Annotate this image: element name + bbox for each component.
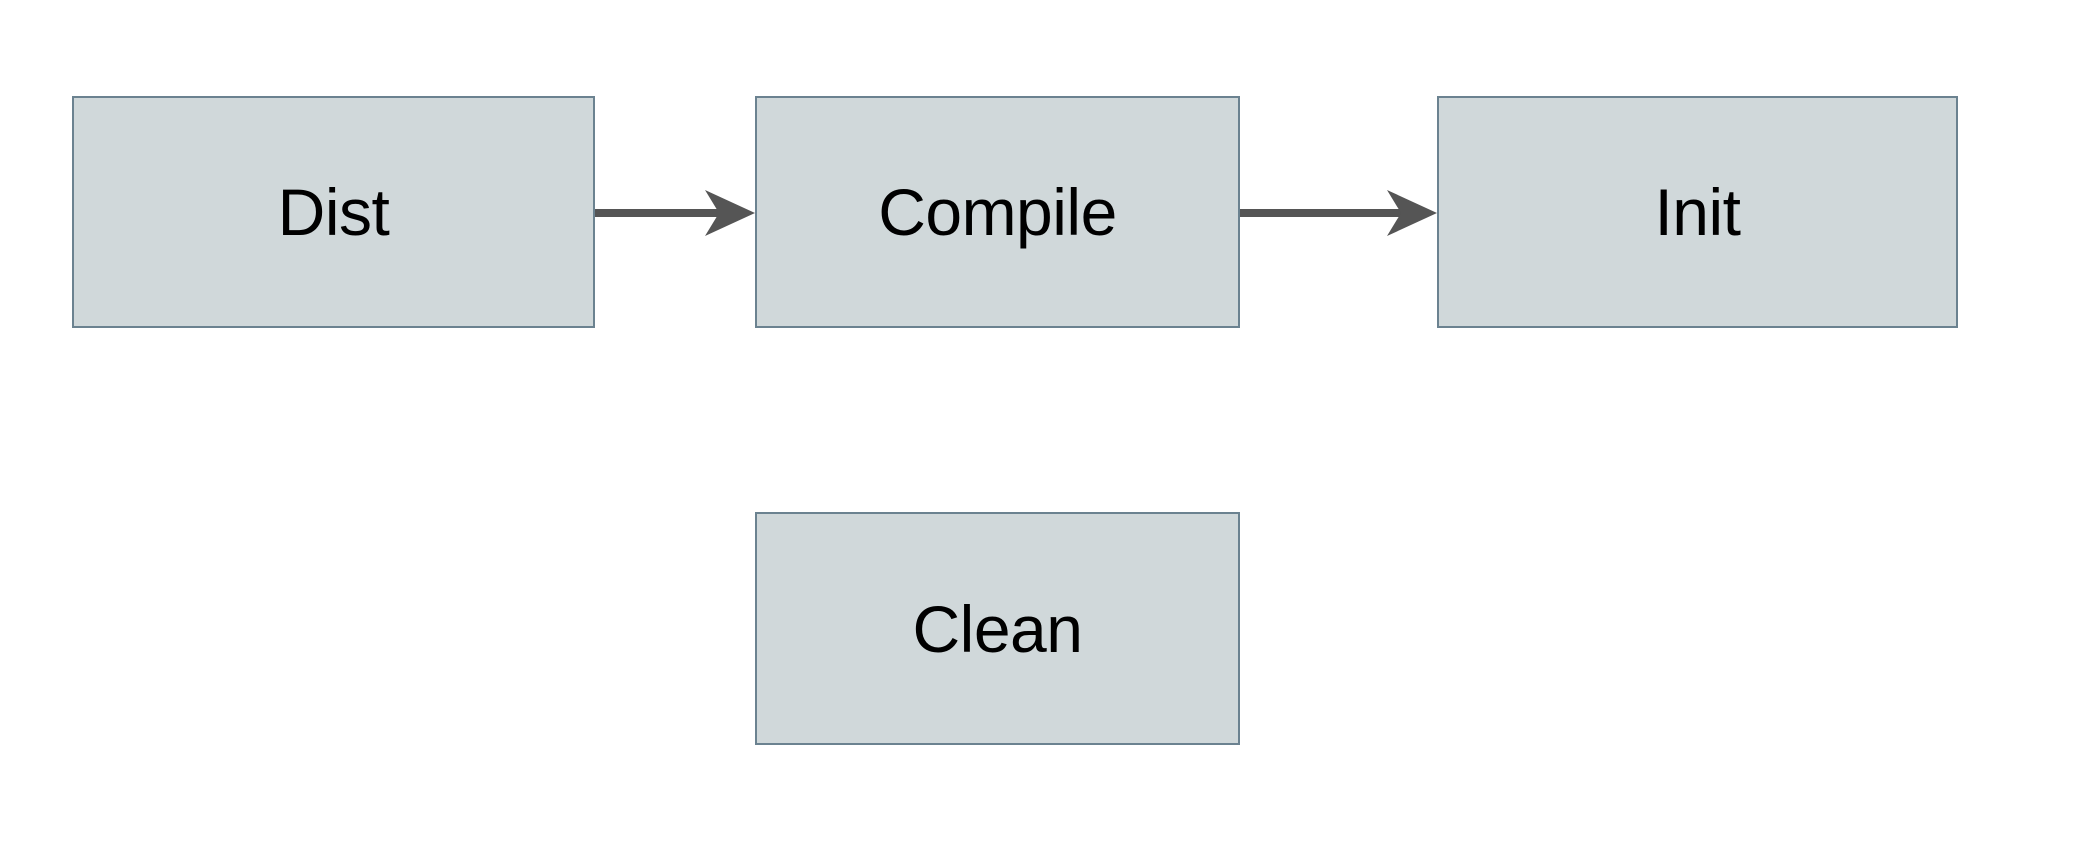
- edge-dist-to-compile[interactable]: [595, 190, 755, 236]
- node-dist-label: Dist: [277, 175, 390, 249]
- node-clean-label: Clean: [912, 591, 1083, 666]
- node-init[interactable]: Init: [1437, 96, 1958, 328]
- node-compile-label: Compile: [878, 175, 1117, 249]
- node-dist[interactable]: Dist: [72, 96, 595, 328]
- node-compile[interactable]: Compile: [755, 96, 1240, 328]
- edge-compile-to-init[interactable]: [1240, 190, 1437, 236]
- node-clean[interactable]: Clean: [755, 512, 1240, 745]
- arrowhead-icon: [1387, 190, 1437, 236]
- arrowhead-icon: [705, 190, 755, 236]
- node-init-label: Init: [1654, 175, 1741, 249]
